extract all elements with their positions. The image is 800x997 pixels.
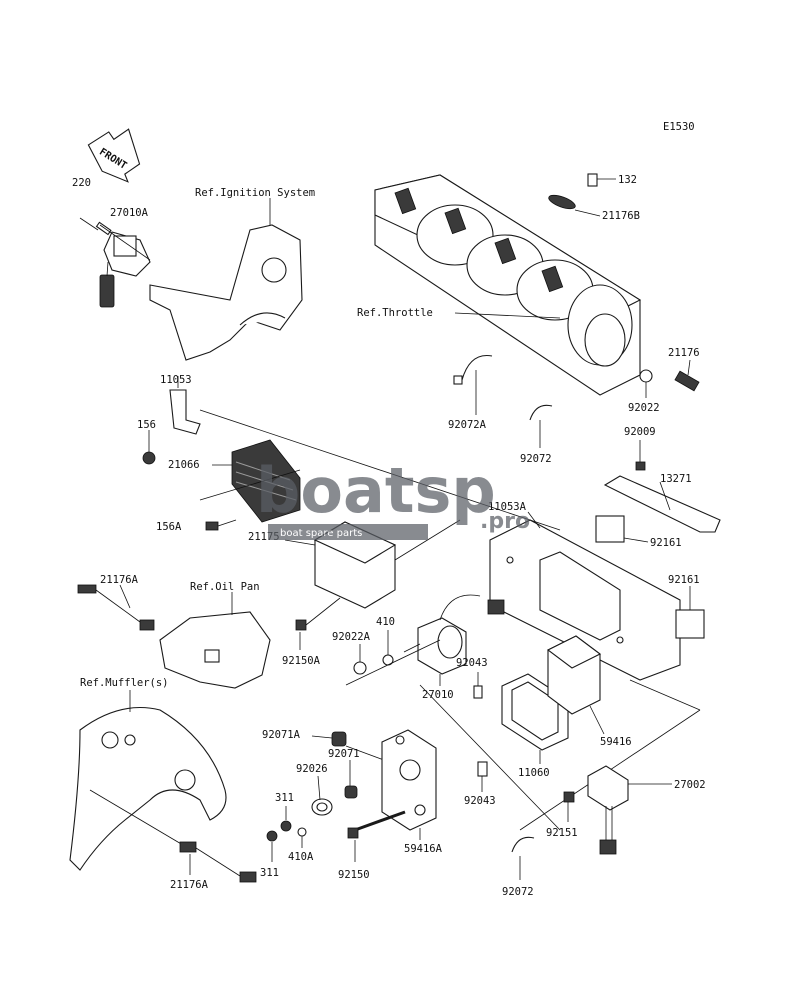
part-311-b: 311	[260, 867, 279, 879]
part-11060: 11060	[518, 767, 550, 779]
sensor-21176	[639, 359, 700, 398]
bolt-156a	[205, 519, 237, 531]
watermark-logo: boatsp .pro boat spare parts	[256, 454, 530, 540]
watermark-main: boatsp	[256, 454, 496, 527]
part-92009: 92009	[624, 426, 656, 438]
nut-311-a	[280, 806, 292, 832]
bolt-92151	[563, 791, 575, 822]
clamp-92072-bot	[511, 836, 535, 880]
part-21066: 21066	[168, 459, 200, 471]
ref-mufflers: Ref.Muffler(s)	[80, 677, 169, 689]
part-92026: 92026	[296, 763, 328, 775]
collar-92043-top	[473, 672, 483, 699]
seal-92026	[311, 775, 333, 816]
part-311-a: 311	[275, 792, 294, 804]
part-92150a: 92150A	[282, 655, 321, 667]
sensor-21176a-top	[77, 584, 155, 631]
plate-13271	[603, 475, 721, 533]
part-13271: 13271	[660, 473, 692, 485]
bolt-92150a	[295, 597, 341, 650]
part-92071: 92071	[328, 748, 360, 760]
ignition-bracket	[149, 198, 303, 361]
collar-92043-bot	[477, 761, 488, 792]
oil-pan	[159, 592, 271, 689]
housing-59416a	[381, 729, 437, 840]
watermark-sub: boat spare parts	[280, 528, 362, 539]
sensor-27010a	[79, 217, 151, 308]
part-92072a: 92072A	[448, 419, 487, 431]
part-410a: 410A	[288, 851, 314, 863]
relay-27002	[587, 765, 672, 855]
fuse-92161-a	[595, 515, 649, 543]
regulator-21066	[199, 439, 301, 523]
part-410: 410	[376, 616, 395, 628]
part-27010: 27010	[422, 689, 454, 701]
part-21176b: 21176B	[602, 210, 640, 222]
part-156: 156	[137, 419, 156, 431]
part-92072-bot: 92072	[502, 886, 534, 898]
bolt-92150	[347, 810, 406, 862]
part-92072-top: 92072	[520, 453, 552, 465]
nut-156	[142, 430, 156, 465]
part-21176a-bot: 21176A	[170, 879, 209, 891]
ref-throttle: Ref.Throttle	[357, 307, 433, 319]
part-59416a: 59416A	[404, 843, 443, 855]
relay-27010	[403, 594, 505, 686]
watermark-suffix: .pro	[480, 509, 530, 534]
clamp-92072-top	[529, 404, 553, 448]
sensor-21176b	[548, 194, 601, 217]
cap-92071a	[311, 731, 385, 761]
part-11053a: 11053A	[488, 501, 527, 513]
part-92022a: 92022A	[332, 631, 371, 643]
ref-oil-pan: Ref.Oil Pan	[190, 581, 260, 593]
part-132: 132	[618, 174, 637, 186]
fuse-92161-b	[675, 586, 705, 639]
part-92022: 92022	[628, 402, 660, 414]
sensor-21176a-bot	[179, 841, 257, 883]
part-92151: 92151	[546, 827, 578, 839]
bolt-92009	[635, 440, 646, 471]
part-21176: 21176	[668, 347, 700, 359]
part-92150: 92150	[338, 869, 370, 881]
mount-plate-11053a	[489, 511, 681, 681]
part-27002: 27002	[674, 779, 706, 791]
bolt-132	[587, 173, 616, 187]
front-arrow-icon: FRONT	[87, 128, 141, 183]
nut-311-b	[266, 830, 278, 862]
part-21176a-top: 21176A	[100, 574, 139, 586]
muffler	[69, 690, 227, 871]
clamp-92072a	[453, 354, 493, 415]
cover-59416	[546, 635, 605, 735]
part-92161-b: 92161	[668, 574, 700, 586]
washer-410	[382, 630, 394, 666]
part-27010a: 27010A	[110, 207, 149, 219]
part-92161-a: 92161	[650, 537, 682, 549]
bracket-11053	[169, 376, 561, 531]
washer-410a	[297, 827, 307, 848]
cap-92071	[344, 760, 358, 799]
part-11053: 11053	[160, 374, 192, 386]
diagram-code: E1530	[663, 121, 695, 133]
part-156a: 156A	[156, 521, 182, 533]
part-220: 220	[72, 177, 91, 189]
part-92071a: 92071A	[262, 729, 301, 741]
part-92043-top: 92043	[456, 657, 488, 669]
throttle-body	[374, 174, 642, 396]
ref-ignition-system: Ref.Ignition System	[195, 187, 315, 199]
part-92043-bot: 92043	[464, 795, 496, 807]
part-59416: 59416	[600, 736, 632, 748]
washer-92022a	[353, 644, 367, 675]
